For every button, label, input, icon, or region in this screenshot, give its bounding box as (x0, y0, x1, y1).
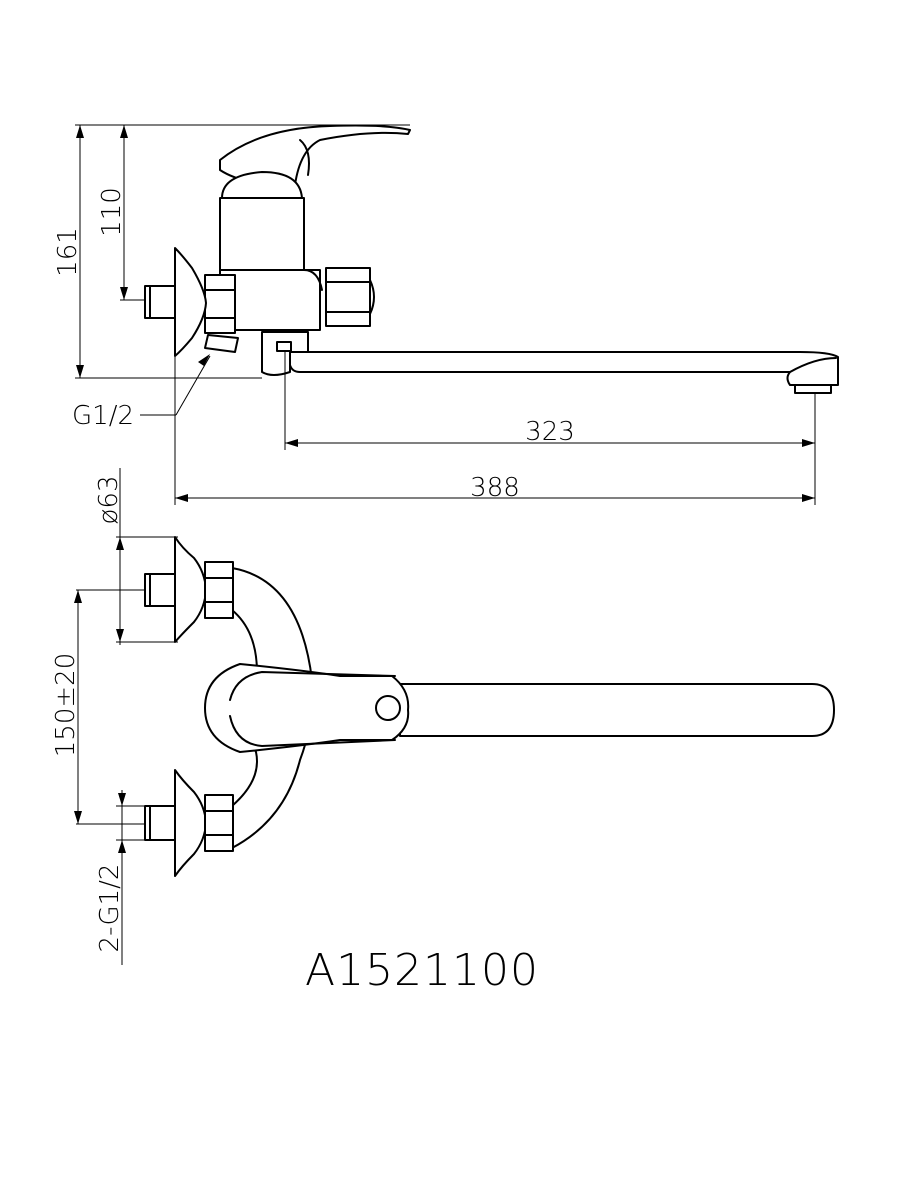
dim-flange-diameter: ø63 (94, 476, 124, 525)
side-view: 161 110 G1/2 323 388 (53, 124, 839, 505)
dim-height-total: 161 (53, 227, 83, 277)
dim-inlet-thread: G1/2 (72, 401, 134, 431)
dim-inlet-threads: 2-G1/2 (95, 864, 125, 953)
dim-spout-reach: 323 (525, 417, 575, 447)
dim-total-length: 388 (470, 473, 520, 503)
dim-height-handle: 110 (97, 187, 127, 237)
dim-center-distance: 150±20 (51, 653, 81, 758)
top-view (74, 468, 835, 965)
model-code: A1521100 (305, 945, 539, 996)
